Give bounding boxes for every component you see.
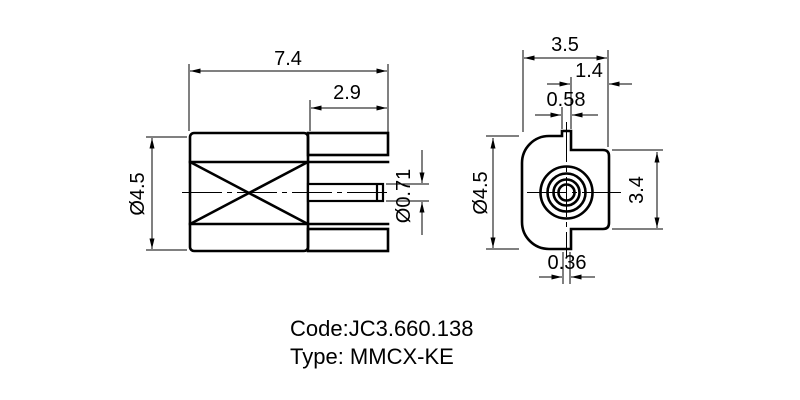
front-view-outline [520,122,621,258]
slot-top-bar [306,131,390,157]
part-code-text: Code:JC3.660.138 [290,316,474,341]
dim-label-slot-depth: 2.9 [333,82,361,104]
dim-label-flat-section-height: 3.4 [626,176,648,204]
dim-label-top-tab-width: 0.58 [546,89,586,111]
part-type-text: Type: MMCX-KE [290,344,454,369]
front-view-dimension-lines [486,50,663,284]
dim-label-flat-section-width: 1.4 [575,60,603,82]
dim-label-side-body-diameter: Ø4.5 [127,172,149,216]
side-view-dimension-lines [146,64,429,251]
dim-label-front-body-diameter: Ø4.5 [470,171,492,215]
dim-label-overall-width: 3.5 [551,34,579,56]
dim-label-bottom-tab-width: 0.36 [547,252,587,274]
dim-label-pin-diameter: Ø0.71 [393,168,415,224]
dim-label-overall-length: 7.4 [274,48,302,70]
front-body-outline [520,129,611,251]
slot-bottom-bar [306,227,390,253]
side-view-outline [182,131,391,253]
